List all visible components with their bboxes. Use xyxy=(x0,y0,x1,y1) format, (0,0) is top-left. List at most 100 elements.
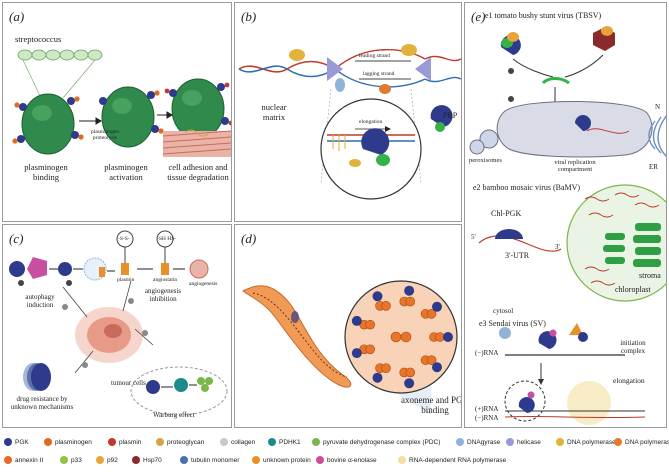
tubulin-monomer xyxy=(365,319,375,330)
plasmin-label: plasmin xyxy=(117,277,135,283)
three-prime-label: 3' xyxy=(555,243,560,251)
legend-label: RNA-dependent RNA polymerase xyxy=(409,456,507,464)
pgk-marker xyxy=(432,301,443,312)
legend-item-dna-polymerase-delta: DNA polymerase δ xyxy=(556,438,621,446)
bacterial-cell-2 xyxy=(101,86,155,148)
utr-label: 3'-UTR xyxy=(505,251,530,260)
pgk-marker xyxy=(351,348,362,359)
ss-label: -S-S- xyxy=(118,236,130,242)
autophagy-label: autophagy induction xyxy=(25,293,55,310)
bacterial-cell-3 xyxy=(171,78,225,140)
elongation-label-b: elongation xyxy=(359,119,383,125)
elongation-label-e: elongation xyxy=(613,376,645,385)
legend-label: pyruvate dehydrogenase complex (PDC) xyxy=(323,438,441,446)
hsp70-icon xyxy=(132,456,140,464)
peroxisomes-label: peroxisomes xyxy=(469,157,502,164)
legend-item-pgk: PGK xyxy=(4,438,29,446)
stroma-label: stroma xyxy=(639,271,661,280)
streptococcus-label: streptococcus xyxy=(15,34,62,44)
legend-item-tubulin: tubulin monomer xyxy=(180,456,239,464)
legend-label: plasminogen xyxy=(55,438,92,446)
minus-rna2-label: (−)RNA xyxy=(475,414,499,422)
chlpgk-label: Chl-PGK xyxy=(491,209,522,218)
tubulin-icon xyxy=(180,456,188,464)
panel-b-illustration xyxy=(238,44,461,200)
initiation-label: initiation complex xyxy=(620,339,646,356)
prp-label: PRP xyxy=(443,111,458,120)
e1-title: e1 tomato bushy stunt virus (TBSV) xyxy=(485,11,602,20)
prp-icon xyxy=(430,105,453,127)
plus-rna-label: (+)RNA xyxy=(475,405,499,413)
unknown-protein-icon xyxy=(252,456,260,464)
panel-a-illustration xyxy=(12,49,231,157)
p92-icon xyxy=(96,456,104,464)
legend-label: PGK xyxy=(15,438,29,446)
central-tubulin xyxy=(390,331,402,343)
tubulin-pgk-cluster xyxy=(351,285,453,389)
legend-label: PDHK1 xyxy=(279,438,301,446)
legend-item-annexin: annexin II xyxy=(4,456,43,464)
legend-label: DNA polymerase δ xyxy=(567,438,622,446)
panel-d: (d) axoneme and PGK binding xyxy=(234,224,462,428)
chloroplast-label: chloroplast xyxy=(615,285,651,294)
enolase-shape xyxy=(27,257,47,279)
panel-a-label: (a) xyxy=(9,9,25,24)
legend-item-plasmin: plasmin xyxy=(108,438,141,446)
dna-polymerase-delta-icon xyxy=(556,438,564,446)
legend-item-helicase: helicase xyxy=(506,438,541,446)
legend-label: DNAgyrase xyxy=(467,438,501,446)
e2-title: e2 bamboo mosaic virus (BaMV) xyxy=(473,183,581,192)
tubulin-monomer xyxy=(381,363,391,373)
helicase-icon xyxy=(506,438,514,446)
legend-item-p92: p92 xyxy=(96,456,118,464)
panel-e-illustration xyxy=(469,26,666,425)
angiostatin-label: angiostatin xyxy=(153,277,178,283)
legend-item-dnagyrase: DNAgyrase xyxy=(456,438,500,446)
plasminogen-icon xyxy=(44,438,52,446)
pgk-marker xyxy=(372,291,383,302)
leading-strand-label: leading strand xyxy=(359,53,391,59)
rdrp-icon xyxy=(398,456,406,464)
panel-b-label: (b) xyxy=(241,9,257,24)
angiogenesis-label: angiogenesis inhibition xyxy=(144,287,182,304)
legend-item-dna-polymerase-alpha: DNA polymerase α xyxy=(614,438,669,446)
panel-c-illustration xyxy=(9,230,228,416)
legend-item-hsp70: Hsp70 xyxy=(132,456,162,464)
replication-compartment xyxy=(496,100,653,158)
angiogenesis-small-label: angiogenesis xyxy=(189,281,218,287)
lagging-strand-label: lagging strand xyxy=(363,71,395,77)
chl-pgk-shape xyxy=(495,229,523,239)
axoneme-label: axoneme and PGK binding xyxy=(401,395,462,416)
legend-label: proteoglycan xyxy=(167,438,205,446)
pdhk1-icon xyxy=(268,438,276,446)
dna-polymerase-alpha-icon xyxy=(614,438,622,446)
legend-item-proteoglycan: proteoglycan xyxy=(156,438,204,446)
legend-item-unknown-protein: unknown protein xyxy=(252,456,311,464)
drug-label: drug resistance by unknown mechanisms xyxy=(10,395,74,412)
legend-label: Hsp70 xyxy=(143,456,162,464)
minus-rna-label: (−)RNA xyxy=(475,349,499,357)
tubulin-monomer xyxy=(365,344,375,355)
legend-item-rdrp: RNA-dependent RNA polymerase xyxy=(398,456,506,464)
step-adhesion: cell adhesion and tissue degradation xyxy=(167,162,229,182)
panel-c-label: (c) xyxy=(9,231,24,246)
proteolysis-label: plasminogen proteolysis xyxy=(90,129,120,142)
pgk-marker xyxy=(372,372,383,383)
dnagyrase-icon xyxy=(456,438,464,446)
panel-b: (b) leading s xyxy=(234,2,462,222)
step-binding: plasminogen binding xyxy=(24,162,68,182)
pgk-icon xyxy=(4,438,12,446)
viral-compartment-label: viral replication compartment xyxy=(554,159,596,174)
tubulin-monomer xyxy=(426,355,437,365)
step-activation: plasminogen activation xyxy=(104,162,148,182)
er-label: ER xyxy=(649,163,658,171)
streptococcus-chain xyxy=(17,49,103,61)
enolase-icon xyxy=(316,456,324,464)
pgk-marker xyxy=(404,378,415,389)
tubulin-monomer xyxy=(426,309,437,319)
e3-title: e3 Sendai virus (SV) xyxy=(479,319,546,328)
tubulin-monomer xyxy=(405,296,416,307)
legend-item-p33: p33 xyxy=(60,456,82,464)
legend-item-plasminogen: plasminogen xyxy=(44,438,92,446)
cytosol-label: cytosol xyxy=(493,307,514,315)
